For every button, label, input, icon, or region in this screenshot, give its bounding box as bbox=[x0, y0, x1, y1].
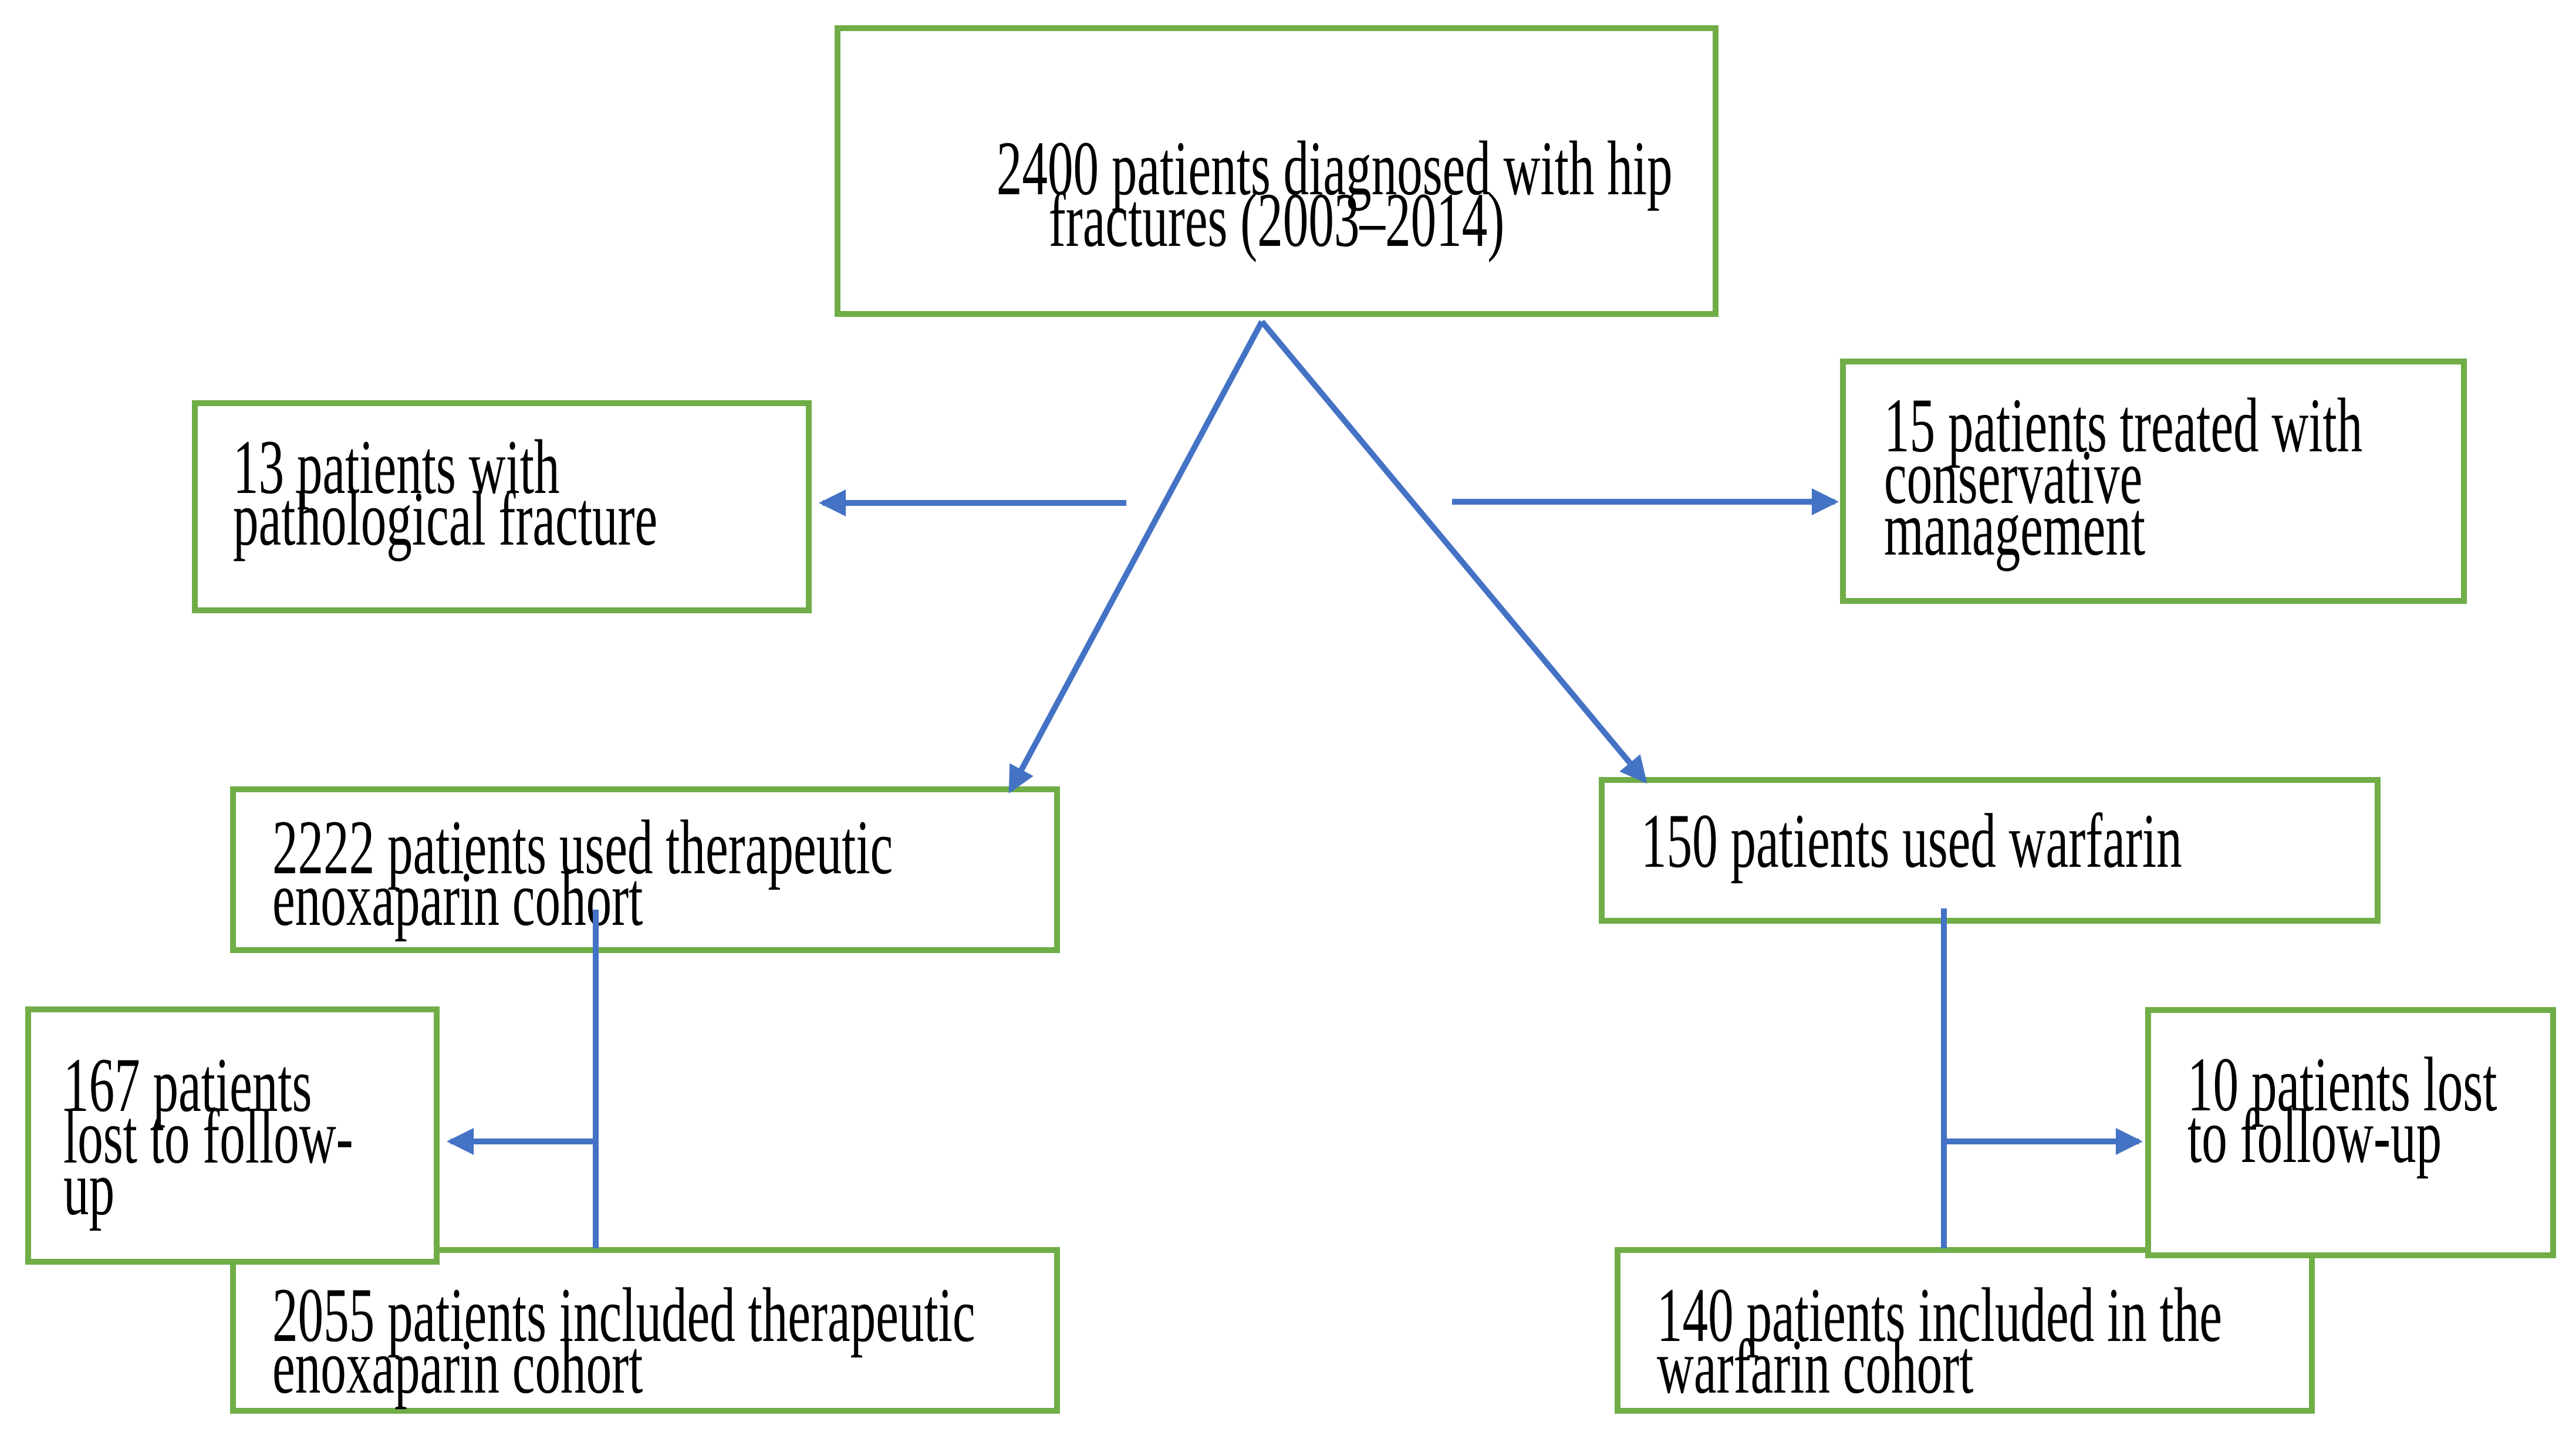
box-text-line: enoxaparin cohort bbox=[272, 856, 643, 942]
arrow-total-to-warfarin bbox=[1260, 319, 1647, 784]
box-text-line: enoxaparin cohort bbox=[272, 1323, 643, 1410]
box-pathological-fracture: 13 patients with pathological fracture bbox=[192, 400, 812, 613]
box-text-line: lost to follow- bbox=[63, 1093, 353, 1180]
box-text-line: 2400 patients diagnosed with hip bbox=[996, 125, 1673, 211]
box-text-line: warfarin cohort bbox=[1657, 1323, 1974, 1410]
box-warfarin-lost-followup: 10 patients lost to follow-up bbox=[2145, 1007, 2556, 1258]
box-text-line: management bbox=[1884, 485, 2146, 572]
box-enoxaparin-cohort-used: 2222 patients used therapeutic enoxapari… bbox=[230, 786, 1060, 953]
box-text-line: 15 patients treated with bbox=[1884, 382, 2363, 468]
box-text-line: up bbox=[63, 1145, 115, 1231]
box-enoxaparin-cohort-included: 2055 patients included therapeutic enoxa… bbox=[230, 1247, 1060, 1414]
arrow-total-to-enoxaparin bbox=[1008, 320, 1265, 794]
box-text-line: to follow-up bbox=[2187, 1093, 2442, 1179]
box-text-line: 2222 patients used therapeutic bbox=[272, 804, 893, 890]
box-text-line: 167 patients bbox=[63, 1042, 312, 1128]
box-text-line: 2055 patients included therapeutic bbox=[272, 1272, 975, 1358]
box-warfarin-cohort-included: 140 patients included in the warfarin co… bbox=[1615, 1247, 2315, 1414]
box-conservative-management: 15 patients treated with conservative ma… bbox=[1840, 359, 2467, 604]
box-enoxaparin-lost-followup: 167 patients lost to follow- up bbox=[25, 1006, 440, 1265]
box-text-line: 10 patients lost bbox=[2187, 1041, 2497, 1127]
box-text-line: 140 patients included in the bbox=[1657, 1272, 2222, 1358]
box-text-line: pathological fracture bbox=[233, 475, 658, 562]
box-text-line: conservative bbox=[1884, 434, 2143, 520]
box-text-line: 150 patients used warfarin bbox=[1641, 798, 2182, 884]
box-text-line: 13 patients with bbox=[233, 424, 560, 510]
box-text-line: fractures (2003–2014) bbox=[1048, 177, 1505, 263]
box-total-patients: 2400 patients diagnosed with hip fractur… bbox=[835, 25, 1719, 317]
box-warfarin-cohort-used: 150 patients used warfarin bbox=[1599, 777, 2381, 924]
